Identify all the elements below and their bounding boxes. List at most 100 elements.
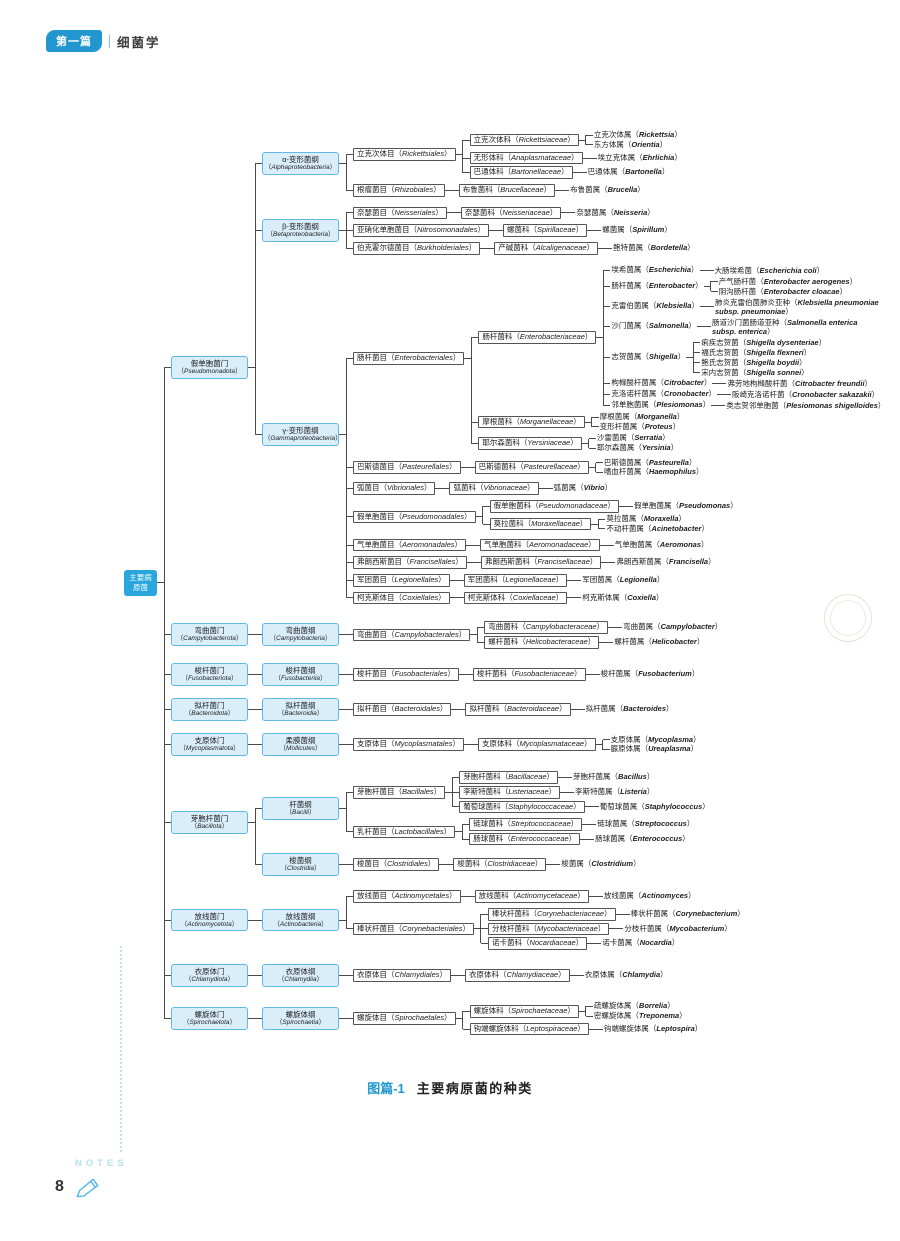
connector-stub (595, 744, 603, 746)
genus-label: 埃立克体属（Ehrlichia） (597, 152, 682, 162)
taxon-genus: 耶尔森菌属（Yersinia） (588, 442, 679, 453)
children-group: 假单胞菌科（Pseudomonadaceae）假单胞菌属（Pseudomonas… (482, 499, 739, 535)
taxon-genus: 克洛诺杆菌属（Cronobacter） 阪崎克洛诺杆菌（Cronobacter s… (602, 388, 886, 400)
children-group: 螺菌科（Spirillaceae）螺菌属（Spirillum） (495, 223, 673, 238)
children-group: 放线菌纲（Actinobacteria）放线菌目（Actinomycetales… (255, 885, 746, 955)
order-label: 巴斯德菌目（Pasteurellales） (353, 461, 461, 474)
species-label: 阴沟肠杆菌（Enterobacter cloacae） (718, 286, 848, 296)
taxon-class: 柔膜菌纲（Mollicutes）支原体目（Mycoplasmatales）支原体… (255, 730, 702, 759)
genus-label: 克洛诺杆菌属（Cronobacter） (611, 388, 717, 398)
taxon-order: 弗朗西斯菌目（Francisellales）弗朗西斯菌科（Francisella… (345, 553, 886, 572)
children-group: 支原体属（Mycoplasma）脲原体属（Ureaplasma） (602, 734, 702, 754)
genus-label: 螺杆菌属（Helicobacter） (614, 636, 705, 646)
connector-stub (712, 382, 720, 384)
genus-label: 棒状杆菌属（Corynebacterium） (630, 908, 745, 918)
connector-stub (615, 913, 623, 915)
taxon-order: 梭菌目（Clostridiales）梭菌科（Clostridiaceae）梭菌属… (346, 856, 642, 874)
connector-stub (339, 807, 346, 809)
taxon-genus: 衣原体属（Chlamydia） (576, 971, 669, 981)
order-label: 肠杆菌目（Enterobacteriales） (353, 352, 465, 366)
taxon-genus: 链球菌属（Streptococcus） (589, 819, 695, 830)
connector-stub (444, 189, 452, 191)
children-group: 疏螺旋体属（Borrelia）密螺旋体属（Treponema） (585, 1001, 688, 1021)
family-label: 分枝杆菌科（Mycobacteriaceae） (487, 922, 610, 936)
order-label: 弧菌目（Vibrionales） (353, 482, 436, 495)
taxon-order: 弯曲菌目（Campylobacterales）弯曲菌科（Campylobacte… (346, 619, 723, 651)
children-group: 梭杆菌属（Fusobacterium） (592, 669, 701, 680)
genus-label: 链球菌属（Streptococcus） (597, 819, 695, 829)
genus-label: 军团菌属（Legionella） (582, 575, 665, 584)
children-group: 弯曲菌纲（Campylobacteria） 弯曲菌目（Campylobactera… (255, 616, 723, 653)
taxon-class: 梭菌纲（Clostridia）梭菌目（Clostridiales）梭菌科（Clo… (254, 850, 711, 878)
class-label: 弯曲菌纲（Campylobacteria） (262, 623, 339, 647)
class-label: 梭杆菌纲（Fusobacteriia） (262, 663, 339, 686)
species-label: 宋内志贺菌（Shigella sonnei） (701, 367, 809, 377)
connector-stub (339, 230, 346, 232)
taxon-species: 阪崎克洛诺杆菌（Cronobacter sakazakii） (724, 389, 880, 399)
connector-stub (339, 708, 346, 710)
order-label: 乳杆菌目（Lactobacillales） (353, 825, 456, 839)
taxon-order: 奈瑟菌目（Neisseriales）奈瑟菌科（Neisseriaceae）奈瑟菌… (345, 204, 696, 222)
children-group: 弯曲菌属（Campylobacter） (615, 622, 723, 633)
connector-stub (618, 505, 626, 507)
taxon-family: 螺菌科（Spirillaceae）螺菌属（Spirillum） (495, 223, 673, 238)
taxon-phylum: 螺旋体门（Spirochaetota）螺旋体纲（Spirochaetia）螺旋体… (163, 993, 886, 1044)
genus-label: 不动杆菌属（Acinetobacter） (606, 523, 709, 533)
order-label: 假单胞菌目（Pseudomonadales） (353, 510, 476, 524)
family-label: 梭菌科（Clostridiaceae） (453, 858, 547, 871)
connector-stub (569, 975, 577, 977)
children-group: 立克次体目（Rickettsiales）立克次体科（Rickettsiaceae… (345, 128, 683, 199)
taxon-genus: 不动杆菌属（Acinetobacter） (597, 523, 710, 534)
taxon-phylum: 衣原体门（Chlamydiota）衣原体纲（Chlamydiia）衣原体目（Ch… (163, 958, 886, 993)
family-label: 李斯特菌科（Listeriaceae） (459, 785, 561, 799)
taxon-family: 巴通体科（Bartonellaceae）巴通体属（Bartonella） (462, 165, 683, 180)
figure-number: 图篇-1 (367, 1081, 405, 1096)
connector-stub (445, 791, 453, 793)
connector-stub (578, 1010, 586, 1012)
family-label: 弗朗西斯菌科（Francisellaceae） (480, 556, 602, 569)
family-label: 葡萄球菌科（Staphylococcaceae） (459, 800, 585, 814)
taxon-order: 拟杆菌目（Bacteroidales）拟杆菌科（Bacteroidaceae）拟… (346, 700, 675, 718)
taxon-genus: 军团菌属（Legionella） (574, 575, 665, 586)
order-label: 奈瑟菌目（Neisseriales） (353, 206, 447, 220)
taxon-family: 棒状杆菌科（Corynebacteriaceae）棒状杆菌属（Corynebac… (480, 907, 746, 922)
taxon-order: 芽胞杆菌目（Bacillales）芽胞杆菌科（Bacillaceae）芽胞杆菌属… (345, 769, 711, 816)
order-label: 梭杆菌目（Fusobacteriales） (353, 668, 459, 681)
taxon-species: 肺炎克雷伯菌肺炎亚种（Klebsiella pneumoniae subsp. … (706, 297, 880, 316)
children-group: 柯克斯体属（Coxiella） (574, 593, 664, 603)
connector-stub (339, 744, 346, 746)
taxon-genus: 变形杆菌属（Proteus） (591, 422, 686, 432)
children-group: 弯曲菌科（Campylobacteraceae）弯曲菌属（Campylobact… (476, 620, 723, 649)
family-label: 衣原体科（Chlamydiaceae） (465, 969, 570, 982)
order-label: 支原体目（Mycoplasmatales） (353, 738, 464, 752)
family-label: 布鲁菌科（Brucellaceae） (458, 184, 556, 197)
children-group: 肠道沙门菌肠道亚种（Salmonella enterica subsp. ent… (704, 317, 877, 336)
taxon-root: 主要病原菌假单胞菌门（Pseudomonadota）α-变形菌纲（Alphapr… (124, 122, 886, 1044)
taxon-order: 支原体目（Mycoplasmatales） 支原体科（Mycoplasmatace… (346, 733, 702, 757)
connector-stub (464, 358, 472, 360)
connector-stub (582, 157, 590, 159)
children-group: 肺炎克雷伯菌肺炎亚种（Klebsiella pneumoniae subsp. … (706, 297, 880, 316)
genus-label: 弯曲菌属（Campylobacter） (623, 622, 723, 632)
children-group: 衣原体纲（Chlamydiia）衣原体目（Chlamydiales）衣原体科（C… (254, 962, 669, 990)
children-group: 杆菌纲（Bacilli）芽胞杆菌目（Bacillales）芽胞杆菌科（Bacil… (254, 766, 711, 878)
genus-label: 弧菌属（Vibrio） (553, 483, 613, 493)
genus-label: 埃希菌属（Escherichia） (611, 264, 699, 274)
taxon-family: 耶尔森菌科（Yersiniaceae）沙雷菌属（Serratia）耶尔森菌属（Y… (470, 432, 886, 454)
part-badge: 第一篇 (46, 30, 102, 52)
genus-label: 耶尔森菌属（Yersinia） (596, 442, 679, 452)
watermark-seal (824, 594, 872, 642)
genus-label: 东方体属（Orientia） (593, 139, 668, 149)
genus-label: 拟杆菌属（Bacteroides） (585, 703, 674, 713)
taxon-genus: 沙门菌属（Salmonella）肠道沙门菌肠道亚种（Salmonella ent… (602, 316, 886, 337)
taxon-phylum: 放线菌门（Actinomycetota）放线菌纲（Actinobacteria）… (163, 881, 886, 959)
family-label: 巴通体科（Bartonellaceae） (469, 166, 573, 179)
connector-stub (609, 928, 617, 930)
class-label: 柔膜菌纲（Mollicutes） (262, 733, 339, 757)
taxon-family: 支原体科（Mycoplasmataceae）支原体属（Mycoplasma）脲原… (470, 734, 702, 755)
genus-label: 支原体属（Mycoplasma） (610, 734, 701, 744)
taxon-genus: 柯克斯体属（Coxiella） (574, 593, 664, 603)
connector-stub (572, 172, 580, 174)
header-divider (109, 34, 110, 48)
connector-stub (608, 627, 616, 629)
